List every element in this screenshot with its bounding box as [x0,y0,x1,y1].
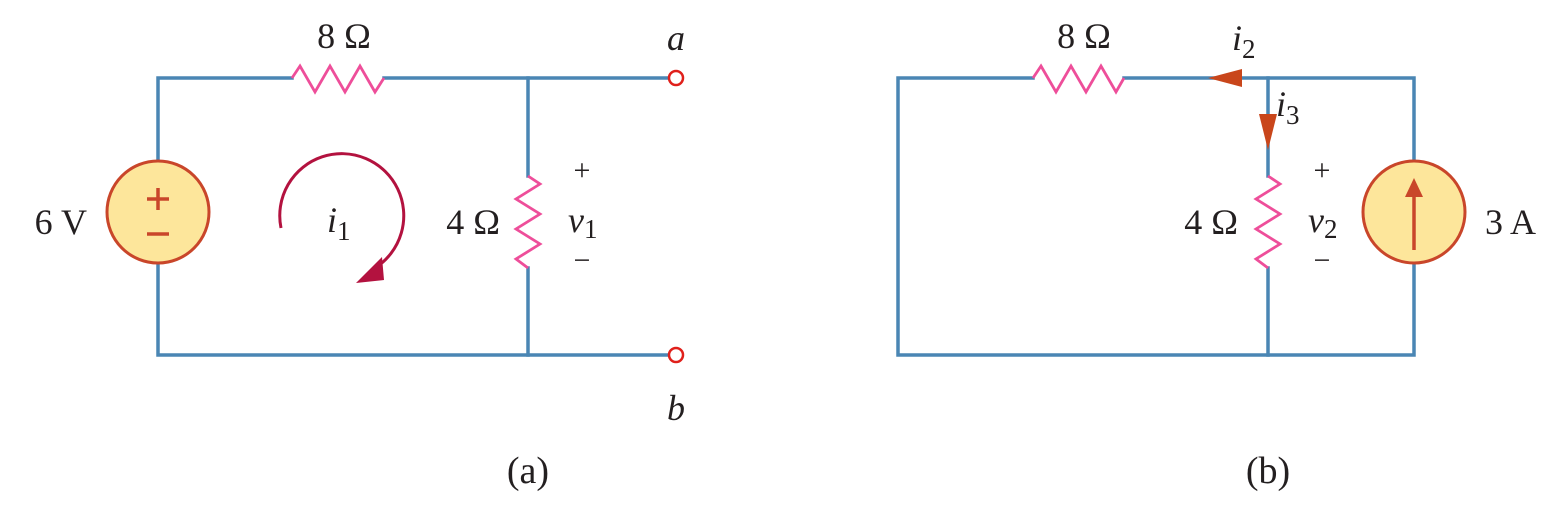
circuit-a-wire-left-bottom [156,260,670,357]
circuit-b-source-label: 3 A [1485,202,1536,242]
circuit-b-caption: (b) [1246,450,1290,492]
circuit-a-source-label: 6 V [35,202,87,242]
circuit-a-caption: (a) [507,450,549,492]
circuit-b-resistor-4ohm [1253,174,1283,270]
current-i2-arrowhead-icon [1208,69,1242,87]
circuit-a-voltage-label: v1 [568,200,597,244]
mesh-current-label: i1 [327,200,351,246]
circuit-a-resistor-shunt-label: 4 Ω [446,202,500,242]
circuit-b-current-source [1361,159,1467,265]
circuit-b-voltage-plus: + [1314,154,1331,187]
current-i3-arrowhead-icon [1259,114,1277,150]
circuit-a-voltage-plus: + [574,154,591,187]
circuit-a-resistor-4ohm [513,174,543,270]
circuit-b-resistor-top-label: 8 Ω [1057,16,1111,56]
circuit-a-voltage-source [105,159,211,265]
circuit-a-wire-left-top [156,76,294,164]
current-i2-label: i2 [1232,18,1256,64]
terminal-b-label: b [667,388,685,428]
circuit-b-voltage-label: v2 [1308,200,1337,244]
current-i3-label: i3 [1276,84,1300,130]
circuit-b-wire-left-loop [896,76,1416,357]
circuit-b-resistor-shunt-label: 4 Ω [1184,202,1238,242]
terminal-b [667,346,685,364]
circuit-b-resistor-8ohm [1031,63,1126,95]
circuit-b: 8 Ω 4 Ω 3 A i2 i3 + v2 − (b) [896,16,1536,492]
circuit-a-voltage-minus: − [574,244,591,277]
circuit-a-resistor-top-label: 8 Ω [317,16,371,56]
circuit-b-voltage-minus: − [1314,244,1331,277]
mesh-arrowhead-icon [356,257,384,283]
circuit-a: 8 Ω 6 V 4 Ω a b i1 + v1 − (a) [35,16,685,492]
mesh-current-arrow-icon [278,152,406,270]
terminal-a [667,69,685,87]
circuit-a-resistor-8ohm [290,63,386,95]
terminal-a-label: a [667,18,685,58]
